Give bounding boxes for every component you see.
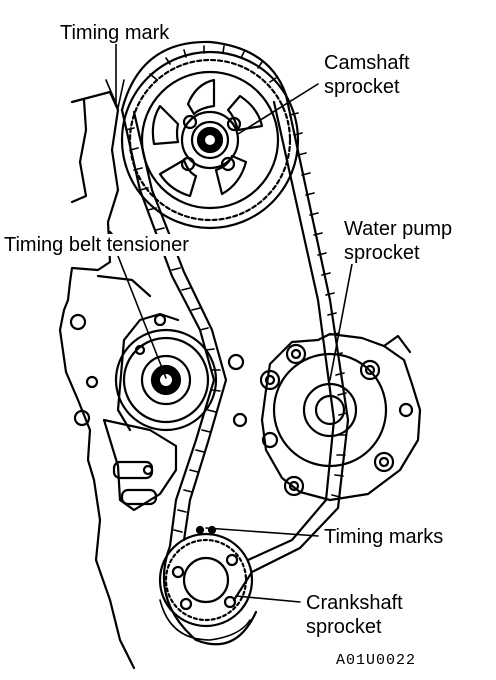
leader-lines <box>105 43 353 603</box>
label-camshaft-line1: Camshaft <box>322 52 412 74</box>
belt-teeth <box>125 45 348 533</box>
camshaft-sprocket <box>120 50 300 230</box>
label-camshaft-line2: sprocket <box>322 76 402 98</box>
label-timing-mark: Timing mark <box>58 22 172 44</box>
label-water-pump-line1: Water pump <box>342 218 455 240</box>
leader-timing-marks <box>205 527 319 537</box>
leader-water-pump <box>329 263 353 381</box>
tensioner-bracket <box>102 312 180 512</box>
tensioner-pulley <box>114 313 218 432</box>
label-crankshaft-line1: Crankshaft <box>304 592 405 614</box>
water-pump <box>259 332 422 502</box>
figure-code: A01U0022 <box>336 652 417 669</box>
label-timing-marks: Timing marks <box>322 526 446 548</box>
leader-camshaft <box>237 83 319 135</box>
label-crankshaft-line2: sprocket <box>304 616 384 638</box>
label-tensioner: Timing belt tensioner <box>2 234 191 256</box>
crankshaft-sprocket <box>158 525 254 641</box>
timing-belt <box>120 40 350 646</box>
leader-crankshaft <box>235 595 301 603</box>
label-water-pump-line2: sprocket <box>342 242 422 264</box>
leader-tensioner <box>117 255 167 379</box>
